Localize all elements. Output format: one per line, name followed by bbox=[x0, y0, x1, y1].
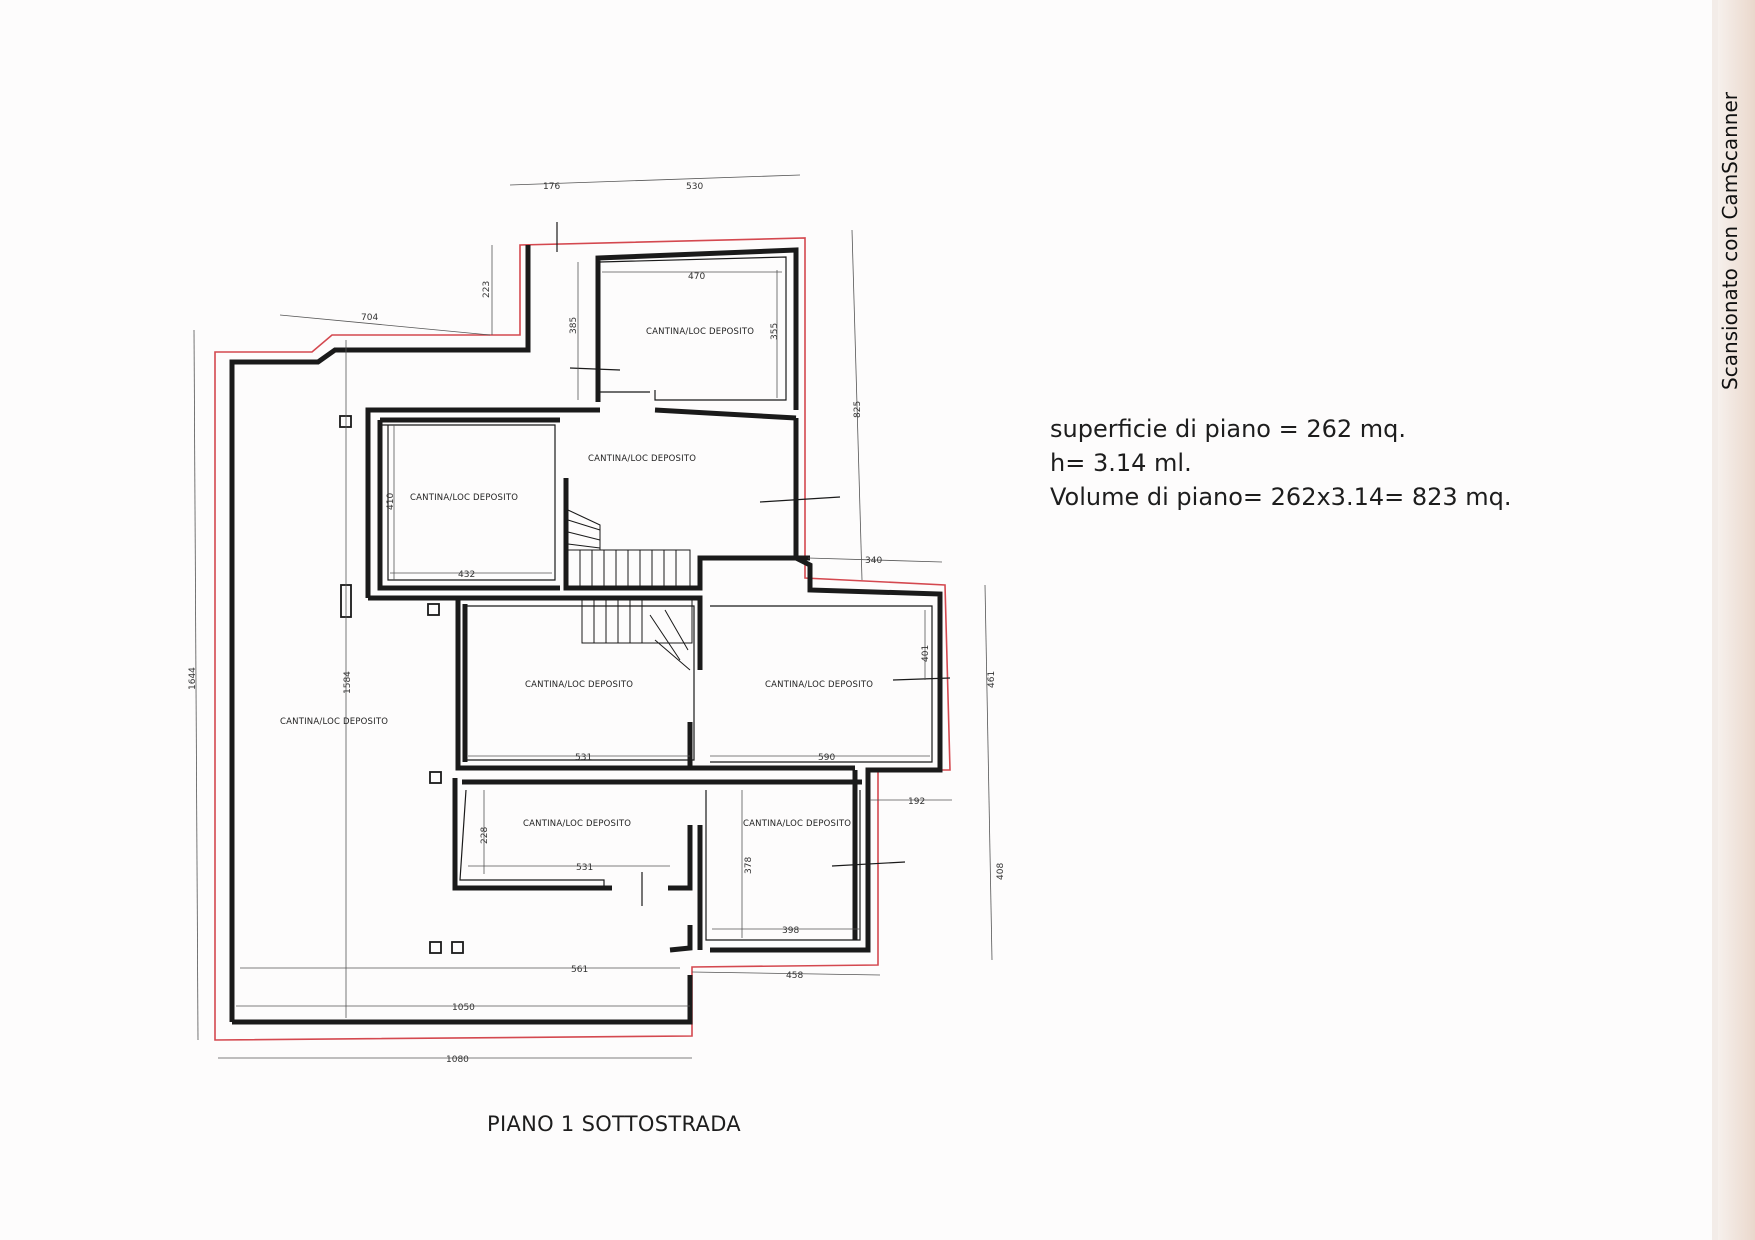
left-room-walls bbox=[377, 417, 560, 591]
dim-label-825: 825 bbox=[853, 401, 863, 418]
dim-label-228: 228 bbox=[480, 827, 490, 844]
room-label-mid-left: CANTINA/LOC DEPOSITO bbox=[525, 680, 633, 690]
room-label-top: CANTINA/LOC DEPOSITO bbox=[646, 327, 754, 337]
dim-label-470: 470 bbox=[688, 272, 705, 282]
dim-label-340: 340 bbox=[865, 556, 882, 566]
walls bbox=[229, 245, 943, 1025]
room-label-bottom-right: CANTINA/LOC DEPOSITO bbox=[743, 819, 851, 829]
door-markers bbox=[556, 222, 951, 906]
dim-label-1080: 1080 bbox=[446, 1055, 469, 1065]
room-label-bottom-left: CANTINA/LOC DEPOSITO bbox=[523, 819, 631, 829]
room-label-mid-right: CANTINA/LOC DEPOSITO bbox=[765, 680, 873, 690]
room-label-center: CANTINA/LOC DEPOSITO bbox=[588, 454, 696, 464]
dim-label-531-a: 531 bbox=[575, 753, 592, 763]
floor-area-text: superficie di piano = 262 mq. bbox=[1050, 415, 1407, 443]
dim-label-530: 530 bbox=[686, 182, 703, 192]
dim-label-561: 561 bbox=[571, 965, 588, 975]
dim-label-410: 410 bbox=[386, 493, 396, 510]
room-label-large-left: CANTINA/LOC DEPOSITO bbox=[280, 717, 388, 727]
bottom-inner-walls bbox=[462, 770, 862, 950]
stair-walls bbox=[563, 478, 810, 591]
dim-label-531-b: 531 bbox=[576, 863, 593, 873]
staircase bbox=[567, 509, 693, 671]
paper-edge bbox=[1718, 0, 1755, 1240]
dim-label-355: 355 bbox=[770, 323, 780, 340]
center-block-outer bbox=[365, 407, 797, 598]
dim-label-704: 704 bbox=[361, 313, 378, 323]
dim-label-176: 176 bbox=[543, 182, 560, 192]
dim-label-1584: 1584 bbox=[343, 671, 353, 694]
dim-label-192: 192 bbox=[908, 797, 925, 807]
dim-label-401: 401 bbox=[921, 645, 931, 662]
mid-left-walls bbox=[458, 595, 703, 762]
floor-info: superficie di piano = 262 mq. h= 3.14 ml… bbox=[1050, 412, 1512, 514]
outer-wall-large bbox=[229, 245, 531, 1022]
dim-label-378: 378 bbox=[744, 857, 754, 874]
dim-label-590: 590 bbox=[818, 753, 835, 763]
top-room-walls bbox=[595, 247, 799, 410]
plan-title: PIANO 1 SOTTOSTRADA bbox=[487, 1112, 741, 1136]
dim-label-432: 432 bbox=[458, 570, 475, 580]
dim-label-458: 458 bbox=[786, 971, 803, 981]
dim-label-1644: 1644 bbox=[188, 667, 198, 690]
paper-edge-shadow bbox=[1712, 0, 1718, 1240]
bottom-block-walls bbox=[452, 778, 693, 953]
floor-height-text: h= 3.14 ml. bbox=[1050, 449, 1192, 477]
dim-label-461: 461 bbox=[987, 671, 997, 688]
dim-label-398: 398 bbox=[782, 926, 799, 936]
dim-label-385: 385 bbox=[569, 317, 579, 334]
scanner-watermark: Scansionato con CamScanner bbox=[1718, 92, 1742, 390]
mid-block-walls bbox=[368, 595, 855, 771]
dim-label-1050: 1050 bbox=[452, 1003, 475, 1013]
dim-label-408: 408 bbox=[996, 863, 1006, 880]
dimension-lines bbox=[193, 174, 993, 1059]
room-label-left-small: CANTINA/LOC DEPOSITO bbox=[410, 493, 518, 503]
dim-label-223: 223 bbox=[482, 281, 492, 298]
floor-volume-text: Volume di piano= 262x3.14= 823 mq. bbox=[1050, 483, 1512, 511]
outer-wall-bottom bbox=[232, 975, 693, 1025]
